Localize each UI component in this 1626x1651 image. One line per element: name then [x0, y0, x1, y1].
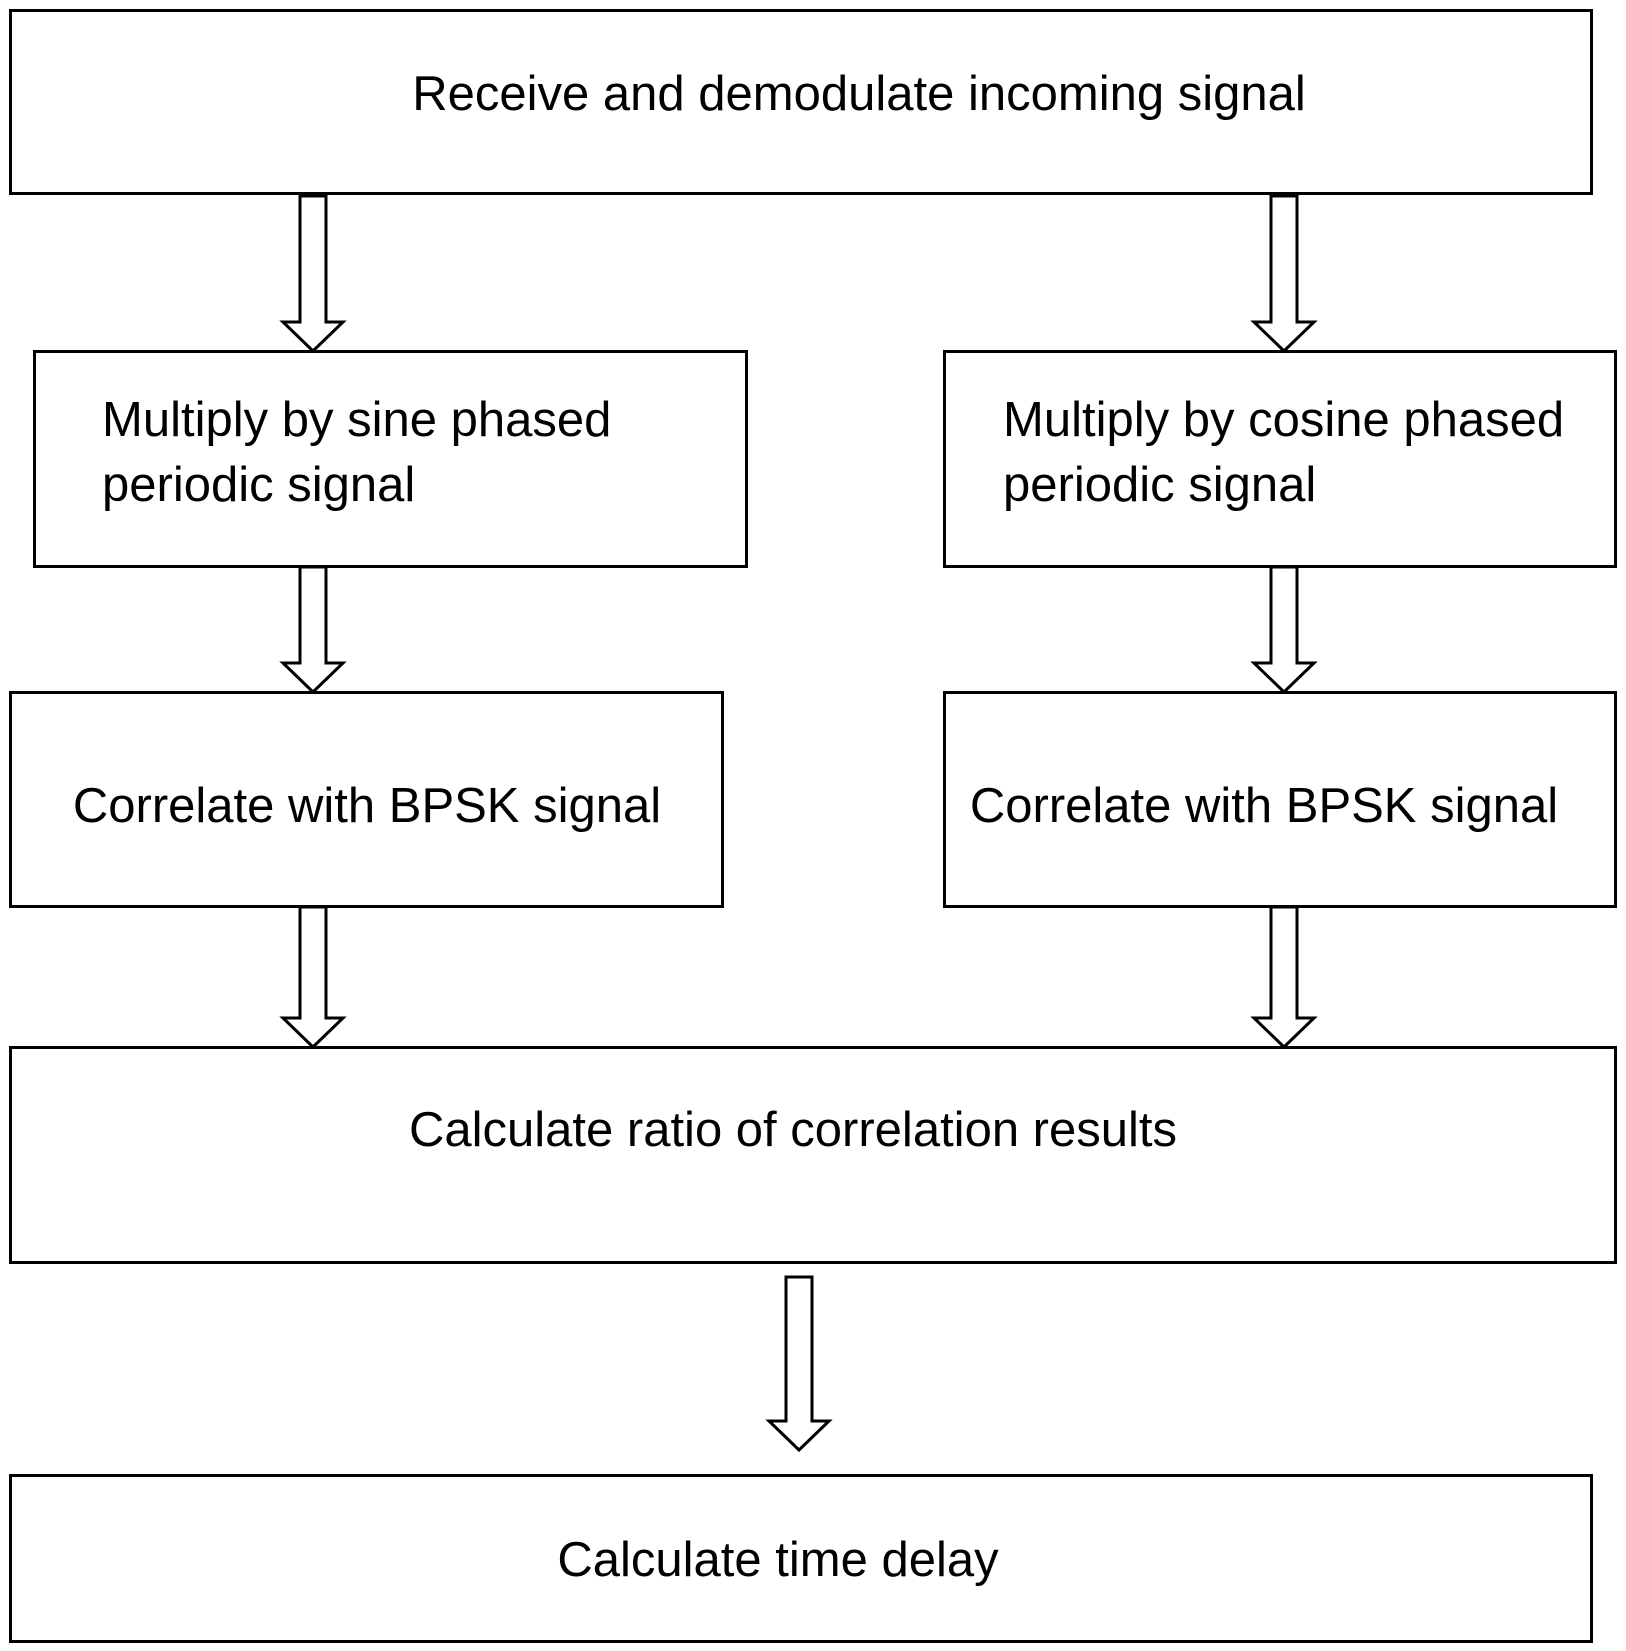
time-delay-label: Calculate time delay — [557, 1528, 998, 1593]
correlate-left-label: Correlate with BPSK signal — [73, 774, 661, 839]
arrow-receive-to-sine — [283, 196, 343, 351]
arrow-correlate-right-to-ratio — [1254, 907, 1314, 1047]
multiply-cosine-label: Multiply by cosine phased periodic signa… — [1003, 388, 1603, 518]
arrow-correlate-left-to-ratio — [283, 907, 343, 1047]
arrow-sine-to-correlate-left — [283, 567, 343, 692]
arrow-ratio-to-time-delay — [769, 1277, 829, 1450]
arrow-receive-to-cosine — [1254, 196, 1314, 351]
arrow-cosine-to-correlate-right — [1254, 567, 1314, 692]
ratio-label: Calculate ratio of correlation results — [409, 1098, 1177, 1163]
correlate-right-label: Correlate with BPSK signal — [970, 774, 1558, 839]
receive-label: Receive and demodulate incoming signal — [412, 62, 1305, 127]
multiply-sine-label: Multiply by sine phased periodic signal — [102, 388, 662, 518]
